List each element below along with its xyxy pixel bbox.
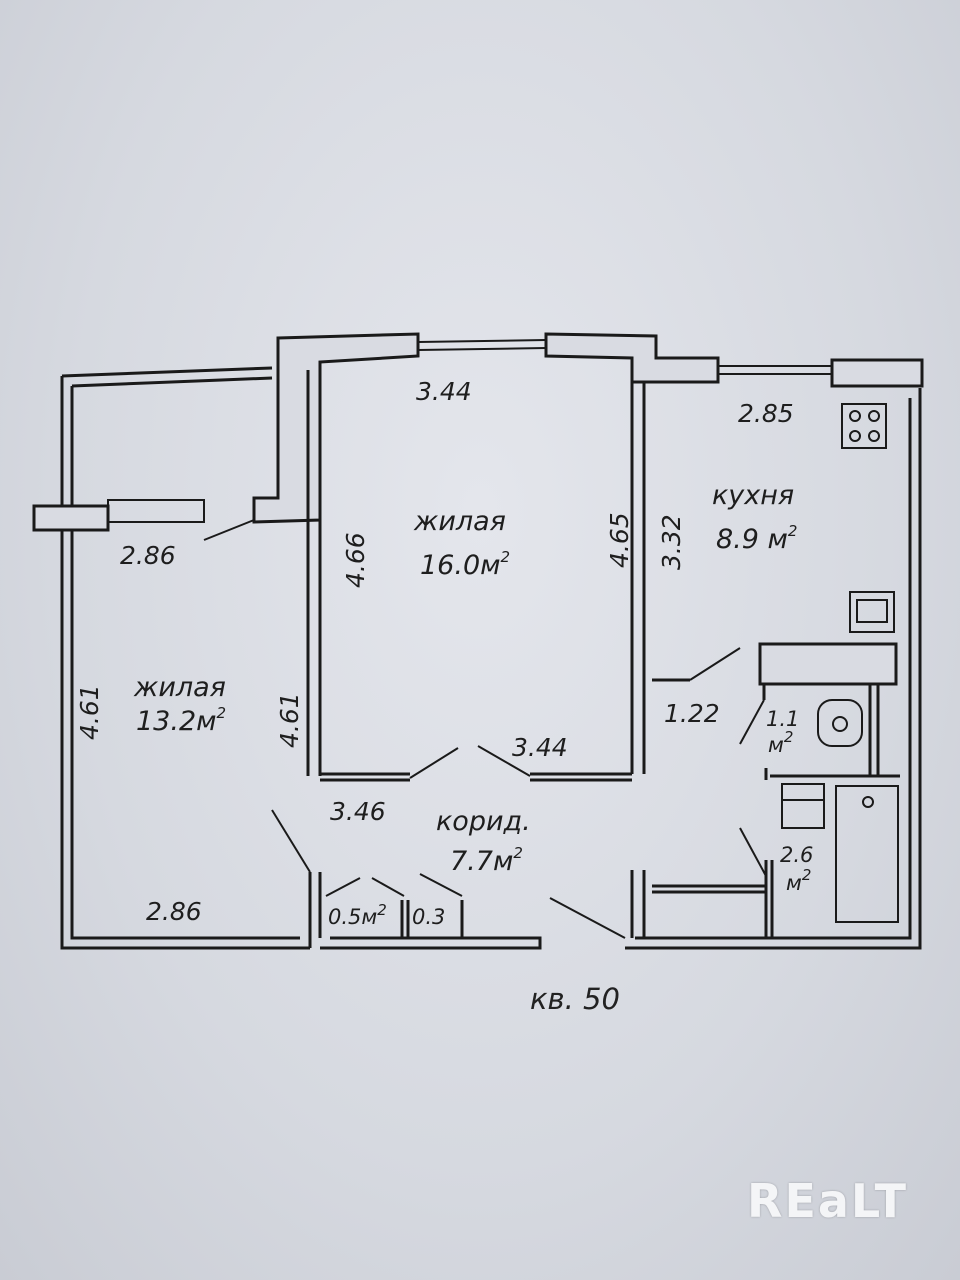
dim-left-top: 2.86 <box>120 541 176 570</box>
room-label-corridor: корид. 7.7м2 <box>436 806 531 877</box>
stove-icon <box>841 403 887 449</box>
center-room-walls <box>306 362 646 782</box>
svg-text:корид.: корид. <box>436 806 531 837</box>
svg-text:16.0м2: 16.0м2 <box>420 548 510 581</box>
dim-center-right: 4.65 <box>605 512 634 568</box>
svg-text:2.6: 2.6 <box>780 843 813 867</box>
dim-corridor-top: 3.46 <box>330 797 386 826</box>
toilet-icon <box>817 699 863 747</box>
svg-text:кухня: кухня <box>712 480 794 511</box>
dim-left-bottom: 2.86 <box>146 897 202 926</box>
bathtub-icon <box>835 785 899 923</box>
room-label-bedroom-left: жилая 13.2м2 <box>133 672 226 737</box>
leader-lines <box>203 519 255 541</box>
svg-text:7.7м2: 7.7м2 <box>450 844 523 877</box>
room-label-bathroom: 2.6 м2 <box>780 843 813 895</box>
svg-text:8.9 м2: 8.9 м2 <box>716 522 797 555</box>
realt-watermark-logo: REaLT <box>747 1174 908 1228</box>
dim-center-bottom: 3.44 <box>512 733 568 762</box>
dim-hall-small: 1.22 <box>664 699 720 728</box>
svg-text:1.1: 1.1 <box>766 707 799 731</box>
dim-center-left: 4.66 <box>341 532 370 588</box>
service-walls <box>549 642 900 939</box>
room-label-closet2: 0.3 <box>412 905 445 929</box>
room-label-kitchen: кухня 8.9 м2 <box>712 480 797 555</box>
room-label-toilet: 1.1 м2 <box>766 707 799 757</box>
dim-left-height-outer: 4.61 <box>75 684 104 740</box>
sink-icon <box>849 591 895 633</box>
svg-text:м2: м2 <box>786 866 811 895</box>
svg-text:13.2м2: 13.2м2 <box>136 704 226 737</box>
dim-kitchen-top: 2.85 <box>738 399 794 428</box>
dim-left-height-inner: 4.61 <box>275 692 304 748</box>
dim-center-top: 3.44 <box>416 377 472 406</box>
room-label-closet: 0.5м2 <box>328 901 387 929</box>
svg-text:жилая: жилая <box>133 672 226 703</box>
svg-text:м2: м2 <box>768 728 793 757</box>
svg-text:0.5м2: 0.5м2 <box>328 901 387 929</box>
svg-text:жилая: жилая <box>413 506 506 537</box>
room-label-living-center: жилая 16.0м2 <box>413 506 510 581</box>
dim-kitchen-left: 3.32 <box>657 514 686 570</box>
outer-walls <box>60 366 922 950</box>
window-blocks <box>32 332 924 532</box>
washbasin-icon <box>781 783 825 829</box>
closet-walls <box>271 809 464 948</box>
flat-number-label: кв. 50 <box>530 982 620 1016</box>
